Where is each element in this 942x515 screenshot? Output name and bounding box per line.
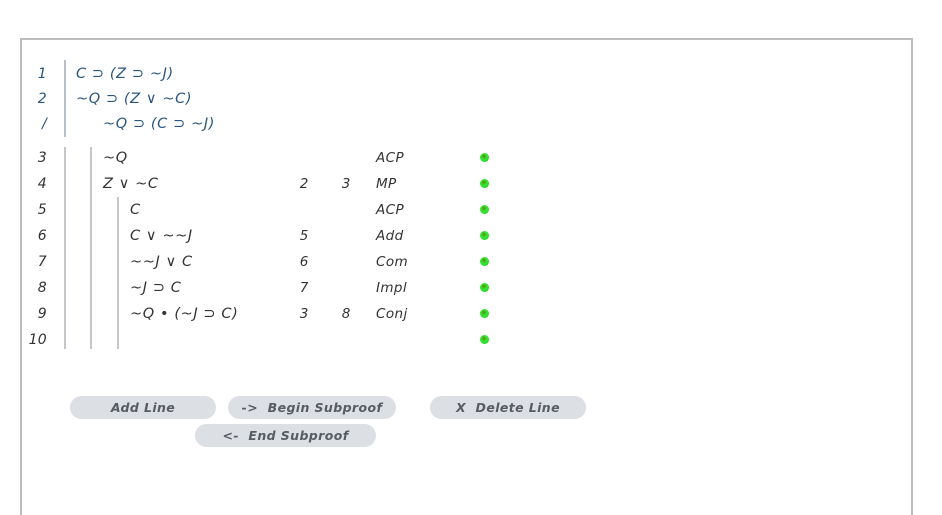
line-number: 2 xyxy=(37,91,47,107)
line-number: 8 xyxy=(37,280,47,296)
ref-1: 2 xyxy=(299,176,309,192)
premise-line-2: 2 ~Q ⊃ (Z ∨ ~C) xyxy=(0,87,942,112)
rule-label: MP xyxy=(376,176,397,192)
subproof-1-bar xyxy=(90,147,92,349)
end-subproof-button[interactable]: <- End Subproof xyxy=(195,424,376,447)
proof-formula: ~Q xyxy=(103,150,128,166)
premise-line-1: 1 C ⊃ (Z ⊃ ~J) xyxy=(0,62,942,87)
rule-label: Impl xyxy=(376,280,408,296)
proof-line-7[interactable]: 7 ~~J ∨ C 6 Com xyxy=(0,249,942,275)
ref-2: 3 xyxy=(341,176,351,192)
proof-line-3[interactable]: 3 ~Q ACP xyxy=(0,145,942,171)
rule-label: ACP xyxy=(376,150,405,166)
proof-line-4[interactable]: 4 Z ∨ ~C 2 3 MP xyxy=(0,171,942,197)
premise-scope-bar xyxy=(64,60,66,137)
proof-line-8[interactable]: 8 ~J ⊃ C 7 Impl xyxy=(0,275,942,301)
status-led-icon xyxy=(480,309,489,318)
subproof-2-bar xyxy=(117,197,119,349)
premise-section: 1 C ⊃ (Z ⊃ ~J) 2 ~Q ⊃ (Z ∨ ~C) / ~Q ⊃ (C… xyxy=(0,62,942,137)
status-led-icon xyxy=(480,205,489,214)
delete-line-button[interactable]: X Delete Line xyxy=(430,396,586,419)
conclusion-formula: ~Q ⊃ (C ⊃ ~J) xyxy=(103,116,215,132)
proof-line-10[interactable]: 10 xyxy=(0,327,942,353)
rule-label: Com xyxy=(376,254,409,270)
conclusion-line: / ~Q ⊃ (C ⊃ ~J) xyxy=(0,112,942,137)
proof-formula: C xyxy=(130,202,141,218)
line-number: 4 xyxy=(37,176,47,192)
ref-1: 3 xyxy=(299,306,309,322)
proof-panel xyxy=(20,38,913,515)
proof-formula: ~J ⊃ C xyxy=(130,280,182,296)
status-led-icon xyxy=(480,257,489,266)
ref-1: 7 xyxy=(299,280,309,296)
premise-formula: C ⊃ (Z ⊃ ~J) xyxy=(76,66,174,82)
line-number: 1 xyxy=(37,66,47,82)
line-number: 10 xyxy=(28,332,47,348)
line-number: 7 xyxy=(37,254,47,270)
rule-label: Add xyxy=(376,228,404,244)
add-line-button[interactable]: Add Line xyxy=(70,396,216,419)
rule-label: Conj xyxy=(376,306,408,322)
status-led-icon xyxy=(480,283,489,292)
rule-label: ACP xyxy=(376,202,405,218)
status-led-icon xyxy=(480,231,489,240)
proof-line-6[interactable]: 6 C ∨ ~~J 5 Add xyxy=(0,223,942,249)
proof-formula: ~Q • (~J ⊃ C) xyxy=(130,306,239,322)
status-led-icon xyxy=(480,335,489,344)
premise-formula: ~Q ⊃ (Z ∨ ~C) xyxy=(76,91,193,107)
conclusion-slash: / xyxy=(41,116,47,132)
line-number: 3 xyxy=(37,150,47,166)
ref-1: 6 xyxy=(299,254,309,270)
proof-line-5[interactable]: 5 C ACP xyxy=(0,197,942,223)
ref-1: 5 xyxy=(299,228,309,244)
line-number: 9 xyxy=(37,306,47,322)
proof-formula: ~~J ∨ C xyxy=(130,254,193,270)
status-led-icon xyxy=(480,179,489,188)
proof-line-9[interactable]: 9 ~Q • (~J ⊃ C) 3 8 Conj xyxy=(0,301,942,327)
line-number: 5 xyxy=(37,202,47,218)
main-proof-bar xyxy=(64,147,66,349)
proof-section: 3 ~Q ACP 4 Z ∨ ~C 2 3 MP 5 C ACP 6 C ∨ ~… xyxy=(0,145,942,353)
ref-2: 8 xyxy=(341,306,351,322)
proof-formula: C ∨ ~~J xyxy=(130,228,193,244)
line-number: 6 xyxy=(37,228,47,244)
status-led-icon xyxy=(480,153,489,162)
proof-formula: Z ∨ ~C xyxy=(103,176,159,192)
begin-subproof-button[interactable]: -> Begin Subproof xyxy=(228,396,396,419)
